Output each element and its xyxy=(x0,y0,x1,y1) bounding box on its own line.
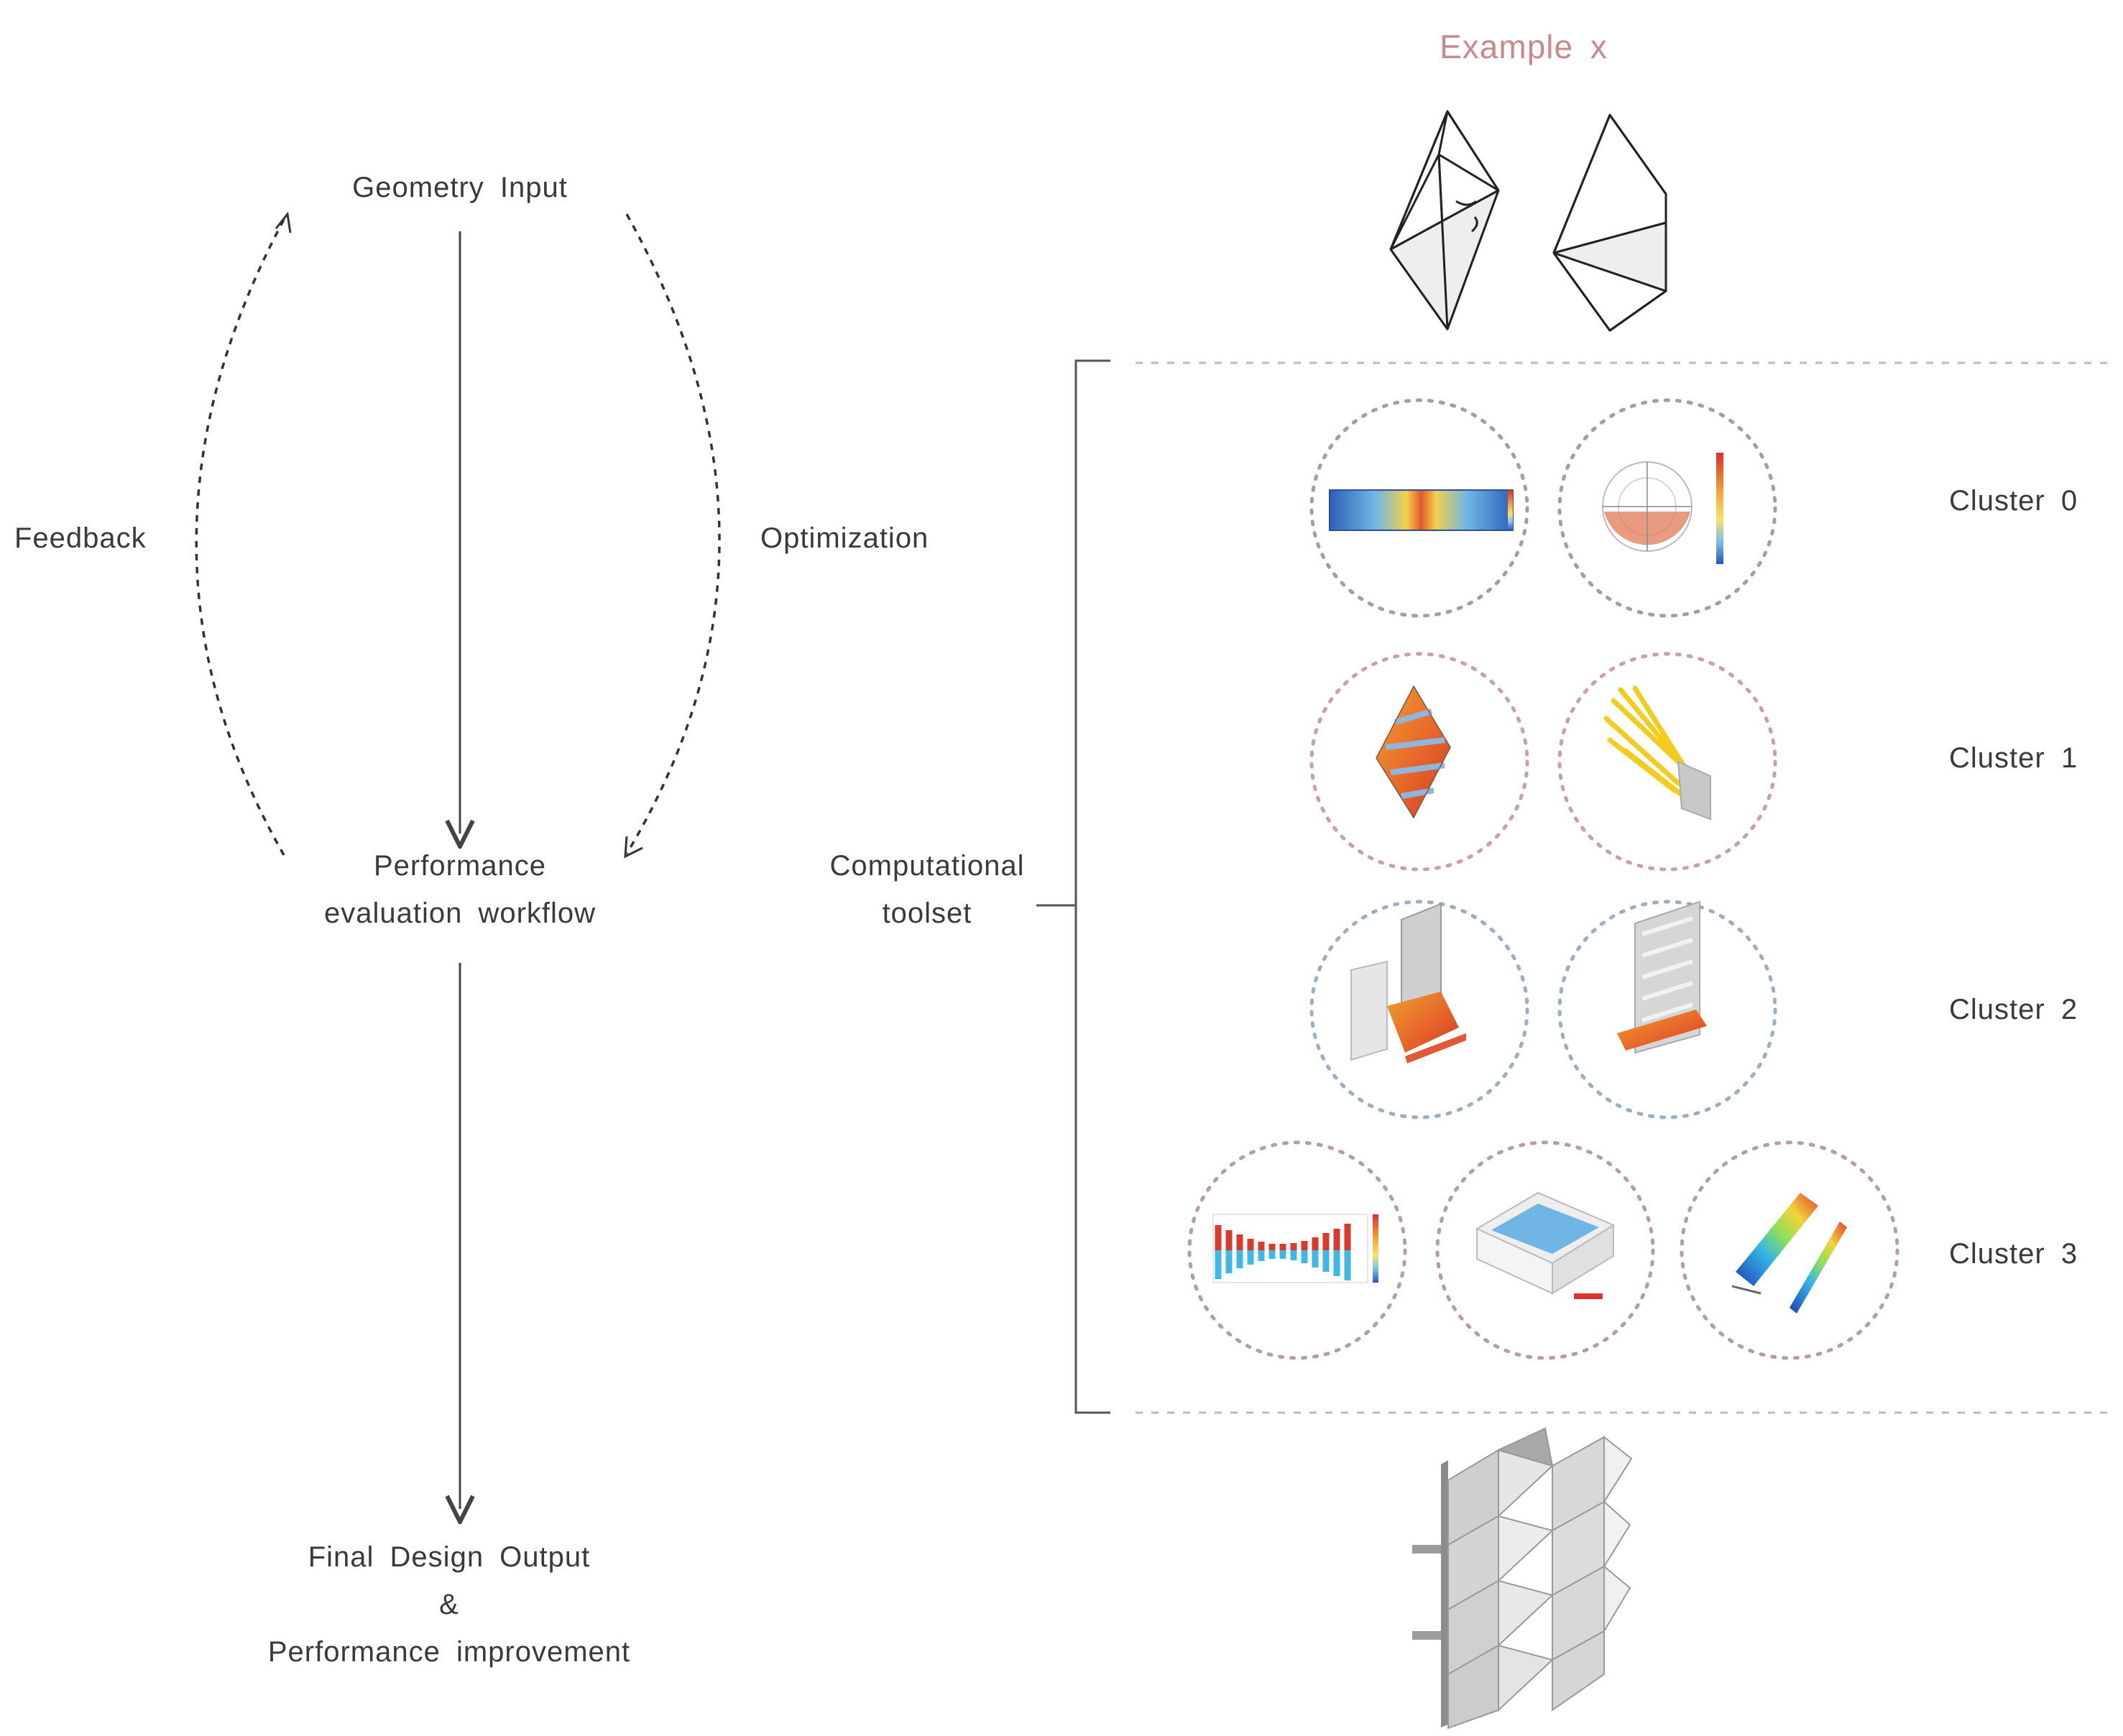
daylight-room-thumbnail xyxy=(1350,902,1466,1063)
cluster-0-group xyxy=(1309,398,1777,618)
cluster-0-tool-2-circle xyxy=(1557,398,1777,618)
cluster-3-tool-3-circle xyxy=(1680,1140,1899,1360)
bar-profile-thumbnail xyxy=(1212,1214,1378,1283)
cluster-0-label: Cluster 0 xyxy=(1949,485,2078,517)
cluster-1-group xyxy=(1309,652,1777,872)
geometry-input-label: Geometry Input xyxy=(352,172,568,203)
example-geometry-drawing xyxy=(1389,110,1667,332)
cluster-0-tool-1-circle xyxy=(1309,398,1529,618)
toolset-label-line1: Computational xyxy=(829,850,1025,882)
facade-daylight-thumbnail xyxy=(1617,900,1707,1054)
feedback-label: Feedback xyxy=(14,522,147,554)
cluster-3-tool-2-circle xyxy=(1435,1140,1655,1360)
pool-room-thumbnail xyxy=(1475,1191,1616,1299)
performance-label-line1: Performance xyxy=(374,850,546,882)
cluster-2-group xyxy=(1309,900,1777,1119)
panel-radiation-thumbnail xyxy=(1376,685,1451,819)
cluster-1-label: Cluster 1 xyxy=(1949,742,2078,774)
dashed-separators xyxy=(1136,361,2113,1414)
toolset-bracket xyxy=(1036,359,1110,1414)
optimization-loop-arc xyxy=(624,213,721,859)
cluster-3-tool-1-circle xyxy=(1187,1140,1407,1360)
cluster-1-tool-1-circle xyxy=(1309,652,1529,872)
heatmap-panel-thumbnail xyxy=(1731,1193,1847,1313)
sun-rays-thumbnail xyxy=(1603,685,1711,821)
final-output-line1: Final Design Output xyxy=(308,1541,591,1573)
diagram-title: Example x xyxy=(1440,28,1608,65)
optimization-label: Optimization xyxy=(760,522,929,554)
final-facade-model xyxy=(1412,1427,1633,1730)
cluster-2-tool-2-circle xyxy=(1557,900,1777,1119)
performance-label-line2: evaluation workflow xyxy=(323,897,597,929)
cluster-3-label: Cluster 3 xyxy=(1949,1238,2078,1270)
feedback-loop-arc xyxy=(195,211,292,856)
heatmap-strip-thumbnail xyxy=(1329,489,1514,531)
toolset-label-line2: toolset xyxy=(882,897,972,929)
cluster-2-tool-1-circle xyxy=(1309,900,1529,1119)
final-output-line3: Performance improvement xyxy=(267,1636,631,1668)
cluster-3-group xyxy=(1187,1140,1899,1360)
cluster-1-tool-2-circle xyxy=(1557,652,1777,872)
sun-path-diagram-thumbnail xyxy=(1602,453,1723,564)
final-output-line2: & xyxy=(439,1589,459,1620)
cluster-2-label: Cluster 2 xyxy=(1949,994,2078,1025)
